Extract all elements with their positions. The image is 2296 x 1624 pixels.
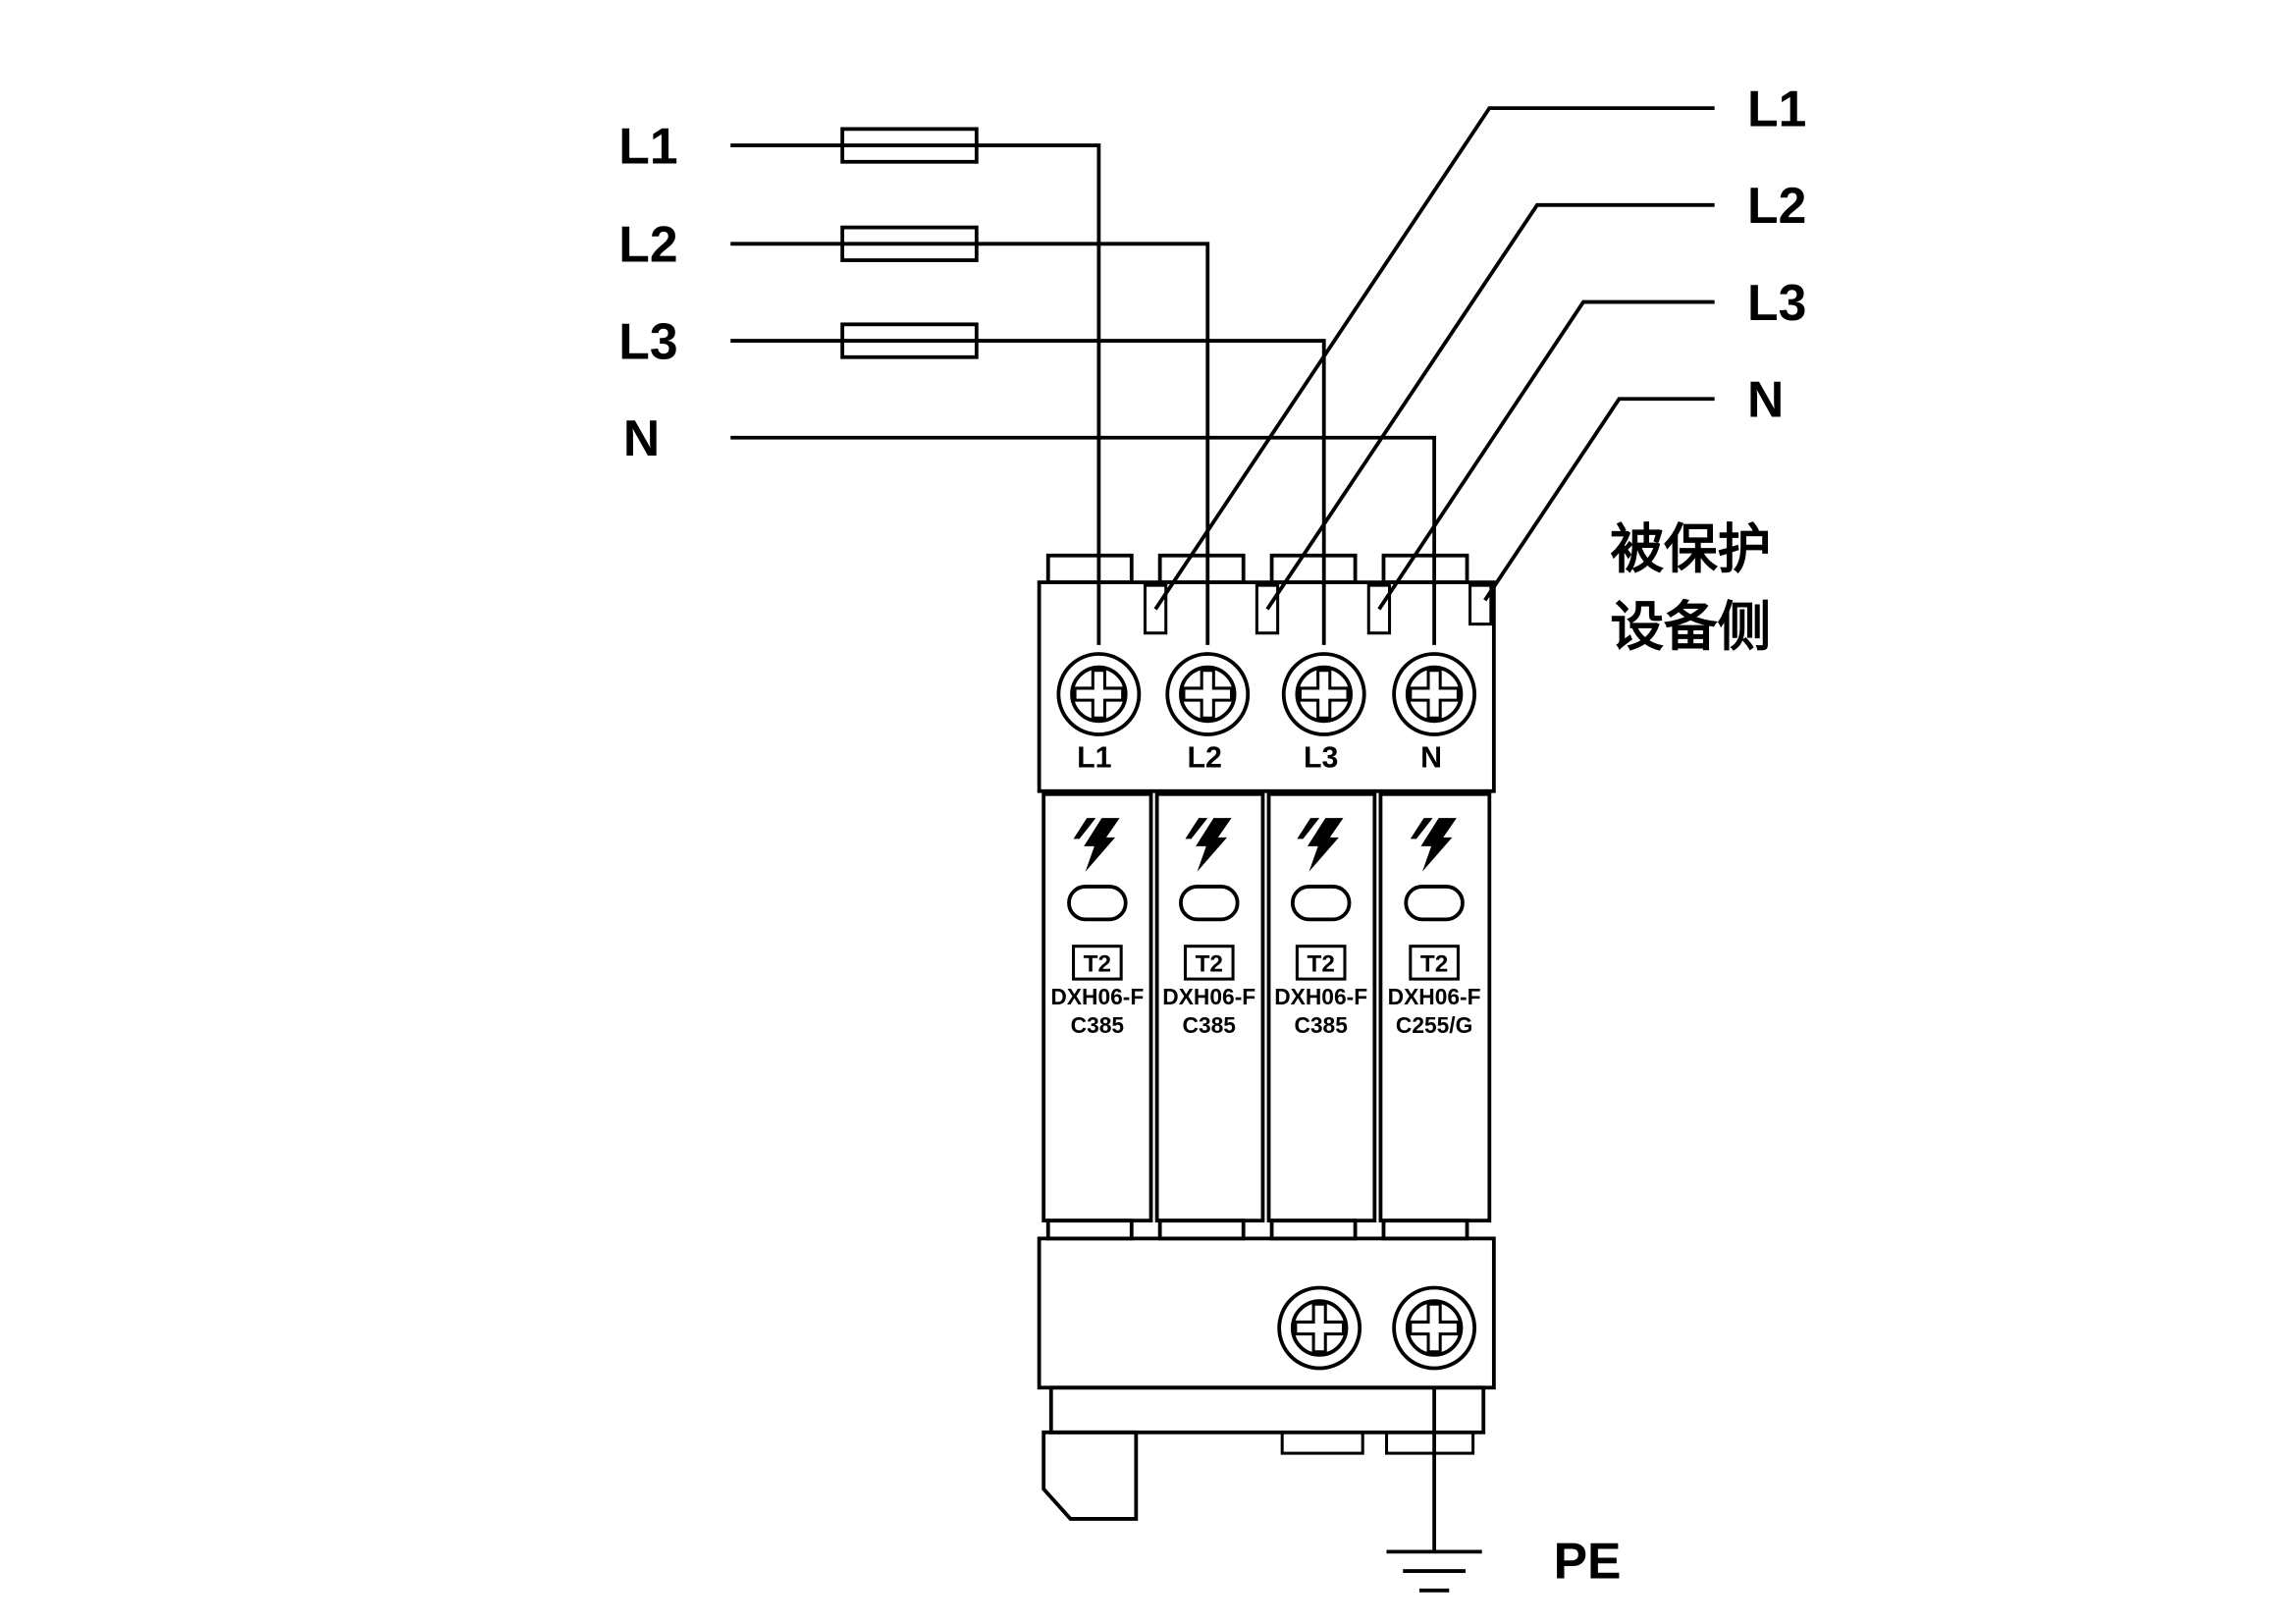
wire-slot-4 — [1468, 583, 1493, 626]
wire-output-l2 — [1265, 202, 1715, 611]
terminal-label-n: N — [1420, 741, 1442, 774]
din-rail-foot — [1041, 1430, 1139, 1521]
module-1-indicator-window — [1067, 885, 1128, 922]
terminal-screw-l3 — [1281, 652, 1366, 736]
module-2: T2 DXH06-F C385 — [1154, 791, 1265, 1223]
ground-screw-2 — [1392, 1285, 1477, 1371]
top-tab-3 — [1269, 553, 1358, 584]
output-label-l3: L3 — [1747, 274, 1806, 331]
terminal-screw-n — [1392, 652, 1477, 736]
lower-strip — [1048, 1385, 1486, 1435]
module-1: T2 DXH06-F C385 — [1041, 791, 1153, 1223]
module-3-class-badge: T2 — [1308, 951, 1335, 978]
wire-output-l3 — [1377, 299, 1715, 611]
module-1-model: DXH06-F — [1050, 984, 1144, 1009]
pe-label: PE — [1554, 1533, 1622, 1590]
wire-slot-2 — [1255, 583, 1280, 635]
module-1-badge-box — [1072, 945, 1123, 981]
base-tab-3 — [1269, 1218, 1358, 1241]
wire-input-n — [730, 435, 1437, 645]
module-4-indicator-window — [1404, 885, 1465, 922]
fuse-l2 — [840, 225, 979, 262]
protected-side-caption-line1: 被保护 — [1610, 519, 1771, 579]
module-4-class-badge: T2 — [1420, 951, 1448, 978]
module-4-code: C255/G — [1396, 1012, 1472, 1038]
terminal-screw-l2 — [1165, 652, 1251, 736]
terminal-label-l3: L3 — [1304, 741, 1338, 774]
module-2-badge-box — [1183, 945, 1235, 981]
top-tab-2 — [1157, 553, 1246, 584]
input-label-l2: L2 — [618, 216, 677, 273]
input-label-n: N — [623, 409, 660, 466]
module-2-code: C385 — [1183, 1012, 1237, 1038]
module-4-badge-box — [1409, 945, 1460, 981]
pe-ground: PE — [1386, 1387, 1622, 1593]
brand-lightning-icon — [1410, 818, 1457, 872]
top-tab-1 — [1045, 553, 1134, 584]
ground-screw-1 — [1277, 1285, 1362, 1371]
top-tab-4 — [1381, 553, 1469, 584]
output-label-l2: L2 — [1747, 177, 1806, 234]
input-label-l3: L3 — [618, 312, 677, 369]
module-3-indicator-window — [1290, 885, 1352, 922]
wire-slot-1 — [1143, 583, 1168, 635]
base-tab-1 — [1045, 1218, 1134, 1241]
input-label-l1: L1 — [618, 117, 677, 174]
terminal-label-l2: L2 — [1187, 741, 1221, 774]
module-3-badge-box — [1295, 945, 1347, 981]
module-3-model: DXH06-F — [1274, 984, 1367, 1009]
module-2-model: DXH06-F — [1162, 984, 1255, 1009]
module-1-class-badge: T2 — [1084, 951, 1111, 978]
wire-output-l1 — [1153, 106, 1715, 611]
output-label-n: N — [1747, 371, 1784, 428]
module-4-model: DXH06-F — [1388, 984, 1481, 1009]
fuse-l1 — [840, 127, 979, 164]
spd-device: L1 L2 L3 N T2 DXH06-F C385 T2 DXH06-F C3… — [1037, 553, 1496, 1521]
brand-lightning-icon — [1297, 818, 1344, 872]
protected-side-caption-line2: 设备侧 — [1610, 597, 1771, 657]
brand-lightning-icon — [1185, 818, 1232, 872]
module-1-code: C385 — [1071, 1012, 1125, 1038]
terminal-screw-l1 — [1056, 652, 1142, 736]
brand-lightning-icon — [1073, 818, 1120, 872]
terminal-section — [1037, 580, 1496, 793]
module-2-indicator-window — [1179, 885, 1240, 922]
module-3-code: C385 — [1294, 1012, 1348, 1038]
base-tab-2 — [1157, 1218, 1246, 1241]
wire-input-l2 — [730, 242, 1210, 645]
module-3: T2 DXH06-F C385 — [1266, 791, 1377, 1223]
fuse-l3 — [840, 322, 979, 359]
wire-input-l1 — [730, 143, 1101, 645]
wire-output-n — [1483, 397, 1715, 602]
lower-slot-2 — [1384, 1431, 1475, 1455]
terminal-label-l1: L1 — [1077, 741, 1112, 774]
wire-slot-3 — [1366, 583, 1392, 635]
output-label-l1: L1 — [1747, 80, 1806, 136]
wire-input-l3 — [730, 339, 1326, 645]
module-2-class-badge: T2 — [1196, 951, 1223, 978]
lower-slot-1 — [1280, 1431, 1364, 1455]
module-4: T2 DXH06-F C255/G — [1378, 791, 1492, 1223]
base-tab-4 — [1381, 1218, 1469, 1241]
base-section — [1037, 1236, 1496, 1390]
